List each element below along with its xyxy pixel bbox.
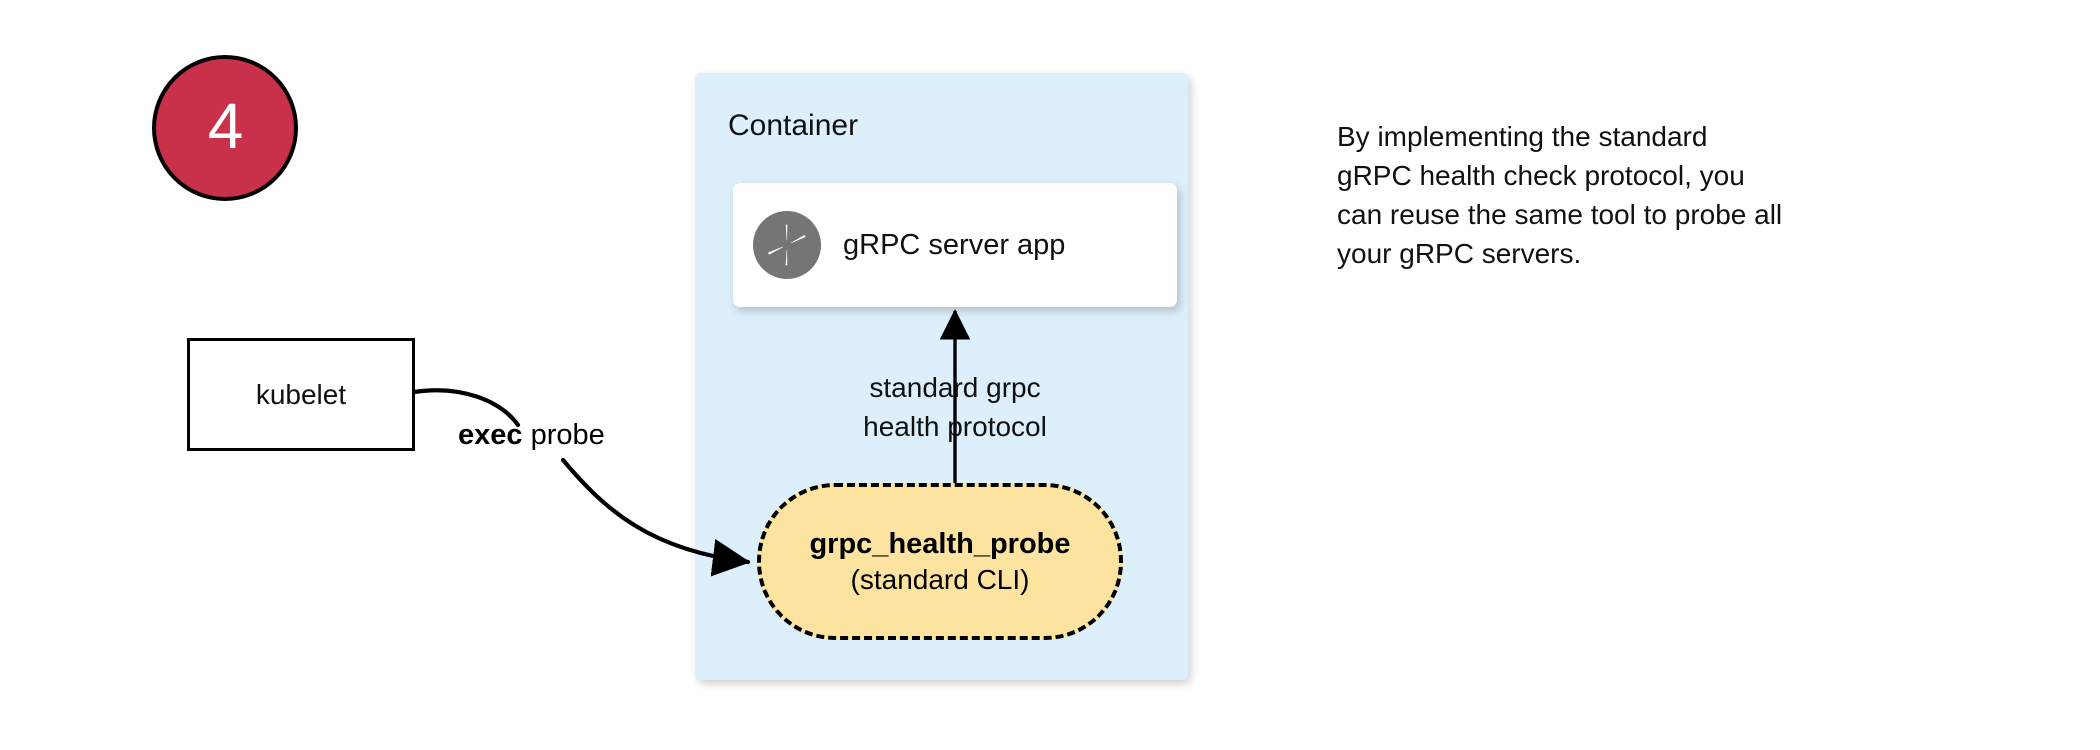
- exec-probe-label-bold: exec: [458, 419, 523, 451]
- note-line-3: can reuse the same tool to probe all: [1337, 199, 1783, 230]
- explanation-note: By implementing the standard gRPC health…: [1337, 117, 1957, 273]
- note-line-1: By implementing the standard: [1337, 121, 1708, 152]
- step-number-label: 4: [207, 90, 244, 162]
- container-title: Container: [728, 109, 859, 142]
- note-line-2: gRPC health check protocol, you: [1337, 160, 1745, 191]
- exec-probe-label-rest: probe: [522, 419, 605, 451]
- protocol-arrow-label: standard grpc health protocol: [760, 368, 1150, 446]
- grpc-health-probe-node: grpc_health_probe (standard CLI): [757, 483, 1123, 640]
- protocol-label-line-1: standard grpc: [869, 372, 1041, 403]
- protocol-label-line-2: health protocol: [863, 411, 1047, 442]
- kubelet-label: kubelet: [255, 378, 347, 410]
- exec-probe-label: exec probe: [458, 418, 605, 452]
- grpc-health-probe-title: grpc_health_probe: [809, 527, 1071, 560]
- kubelet-node: kubelet: [187, 338, 415, 451]
- exec-probe-arrow: [411, 388, 751, 577]
- aperture-icon: [753, 211, 821, 279]
- grpc-server-app-label: gRPC server app: [843, 228, 1066, 261]
- protocol-arrow: [939, 308, 971, 492]
- grpc-health-probe-subtitle: (standard CLI): [850, 563, 1030, 595]
- step-number-badge: 4: [152, 55, 298, 201]
- grpc-server-app-card: gRPC server app: [733, 183, 1177, 307]
- note-line-4: your gRPC servers.: [1337, 238, 1582, 269]
